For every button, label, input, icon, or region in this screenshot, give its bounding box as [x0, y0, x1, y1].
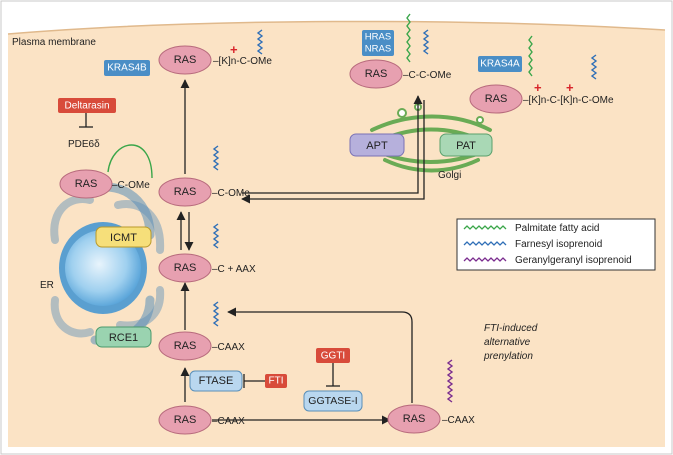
farnesyl-come: [212, 145, 220, 171]
pat-label: PAT: [456, 140, 476, 152]
er-label: ER: [40, 280, 54, 291]
plasma-membrane-line: [7, 20, 666, 35]
farnesylated-suffix: –CAAX: [212, 342, 245, 353]
icmt-enzyme: ICMT: [95, 226, 152, 248]
hras-suffix: –C-C-OMe: [403, 70, 452, 81]
svg-text:FTASE: FTASE: [199, 375, 234, 387]
farnesyl-kras4a: [590, 54, 598, 80]
fti-alternative-note: FTI-induced alternative prenylation: [483, 323, 538, 362]
legend-swatch-palmitate: [463, 225, 507, 230]
ras-node-pde: RAS –C-OMe: [59, 169, 150, 199]
farnesyl-caax: [212, 301, 220, 327]
ggtase-enzyme: GGTASE-I: [303, 390, 363, 412]
pathway-arrows: [79, 79, 425, 425]
farnesyl-cleaved: [212, 223, 220, 249]
legend-swatch-farnesyl: [463, 241, 507, 246]
svg-text:Deltarasin: Deltarasin: [64, 101, 109, 112]
svg-text:RAS: RAS: [174, 262, 197, 274]
rce1-enzyme: RCE1: [95, 326, 152, 348]
ggtase-product-suffix: –CAAX: [442, 415, 475, 426]
legend-label-geranylgeranyl: Geranylgeranyl isoprenoid: [515, 255, 632, 266]
unprocessed-suffix: –CAAX: [212, 416, 245, 427]
apt-enzyme: APT: [349, 133, 405, 157]
ras-node-kras4a: RAS –[K]n-C-[K]n-C-OMe + +: [469, 80, 614, 114]
legend-label-palmitate: Palmitate fatty acid: [515, 223, 599, 234]
ftase-enzyme: FTASE: [189, 370, 243, 392]
plasma-membrane-label: Plasma membrane: [12, 37, 96, 48]
arrow-from-golgi-down: [241, 100, 425, 204]
svg-text:GGTI: GGTI: [321, 351, 345, 362]
cleaved-suffix: –C + AAX: [212, 264, 256, 275]
come-suffix: –C-OMe: [212, 188, 250, 199]
fti-inhibitor: FTI: [265, 374, 287, 388]
legend: Palmitate fatty acid Farnesyl isoprenoid…: [456, 218, 656, 271]
hras-nras-badge: HRAS NRAS: [362, 30, 394, 56]
arrow-alt-prenylation: [227, 307, 413, 403]
svg-text:alternative: alternative: [484, 337, 531, 348]
palmitate-hras-1: [406, 13, 411, 63]
svg-text:prenylation: prenylation: [483, 351, 533, 362]
pde6d-label: PDE6δ: [68, 139, 100, 150]
kras4b-suffix: –[K]n-C-OMe: [213, 56, 272, 67]
geranylgeranyl-right: [446, 359, 454, 403]
svg-text:KRAS4A: KRAS4A: [480, 59, 520, 70]
svg-text:KRAS4B: KRAS4B: [107, 63, 147, 74]
kras4b-badge: KRAS4B: [104, 60, 150, 76]
ras-node-come: RAS –C-OMe: [158, 177, 250, 207]
palmitate-kras4a: [528, 35, 533, 77]
svg-text:RAS: RAS: [485, 93, 508, 105]
kras4a-plus-1: +: [534, 80, 542, 95]
apt-label: APT: [366, 140, 388, 152]
ras-node-farnesylated: RAS –CAAX: [158, 331, 245, 361]
ggti-inhibitor: GGTI: [316, 348, 350, 363]
svg-text:RAS: RAS: [174, 414, 197, 426]
ras-node-unprocessed: RAS –CAAX: [158, 405, 245, 435]
kras4a-badge: KRAS4A: [478, 56, 522, 72]
kras4a-suffix: –[K]n-C-[K]n-C-OMe: [523, 95, 614, 106]
ras-node-kras4b: RAS –[K]n-C-OMe +: [158, 42, 272, 75]
svg-text:RAS: RAS: [174, 340, 197, 352]
farnesyl-kras4b: [256, 29, 264, 55]
kras4b-plus: +: [230, 42, 238, 57]
svg-text:RAS: RAS: [174, 186, 197, 198]
svg-text:HRAS: HRAS: [365, 32, 391, 43]
pde-suffix: –C-OMe: [112, 180, 150, 191]
rce1-label: RCE1: [109, 332, 138, 344]
ras-node-cleaved: RAS –C + AAX: [158, 253, 256, 283]
svg-text:RAS: RAS: [365, 68, 388, 80]
ras-node-ggtase-product: RAS –CAAX: [387, 404, 475, 434]
pat-enzyme: PAT: [439, 133, 493, 157]
golgi-label: Golgi: [438, 170, 461, 181]
svg-text:NRAS: NRAS: [365, 44, 391, 55]
icmt-label: ICMT: [110, 232, 137, 244]
deltarasin-inhibitor: Deltarasin: [58, 98, 116, 113]
arrow-to-golgi-up: [242, 95, 423, 194]
legend-label-farnesyl: Farnesyl isoprenoid: [515, 239, 602, 250]
kras4a-plus-2: +: [566, 80, 574, 95]
nucleus: [65, 230, 141, 306]
ras-node-hras-nras: RAS –C-C-OMe: [349, 59, 452, 89]
svg-text:RAS: RAS: [75, 178, 98, 190]
svg-text:FTI-induced: FTI-induced: [484, 323, 538, 334]
svg-text:RAS: RAS: [403, 413, 426, 425]
farnesyl-hras: [422, 29, 430, 55]
legend-swatch-geranylgeranyl: [463, 257, 507, 262]
palmitate-pde: [107, 144, 153, 179]
lipid-chains: [107, 13, 598, 403]
svg-text:RAS: RAS: [174, 54, 197, 66]
svg-text:GGTASE-I: GGTASE-I: [308, 395, 357, 407]
svg-text:FTI: FTI: [269, 376, 284, 387]
